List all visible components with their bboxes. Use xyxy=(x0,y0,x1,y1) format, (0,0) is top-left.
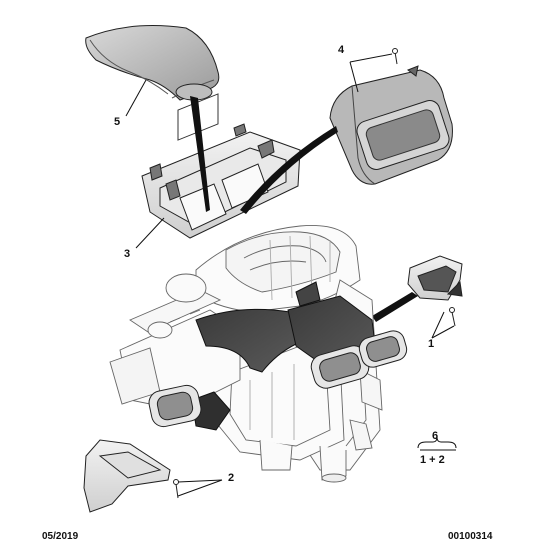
part-5-upper-duct xyxy=(85,25,220,101)
callout-2: 2 xyxy=(228,472,235,484)
part-2-bracket xyxy=(83,439,179,513)
legend-group-members: 1 + 2 xyxy=(420,454,445,466)
footer-date: 05/2019 xyxy=(42,531,79,542)
callout-4: 4 xyxy=(338,44,345,56)
legend-brace xyxy=(417,436,457,449)
callout-5: 5 xyxy=(114,116,121,128)
part-3-grille-frame xyxy=(141,93,301,239)
part-1-bracket xyxy=(407,255,463,327)
legend-group-number: 6 xyxy=(432,430,439,442)
footer-reference: 00100314 xyxy=(448,531,493,542)
callout-leaders xyxy=(125,53,456,497)
callout-1: 1 xyxy=(428,338,435,350)
assembly-leaders xyxy=(190,96,418,322)
assembly-vents xyxy=(148,330,408,428)
part-4-outlet-duct xyxy=(329,48,453,185)
callout-3: 3 xyxy=(124,248,131,260)
